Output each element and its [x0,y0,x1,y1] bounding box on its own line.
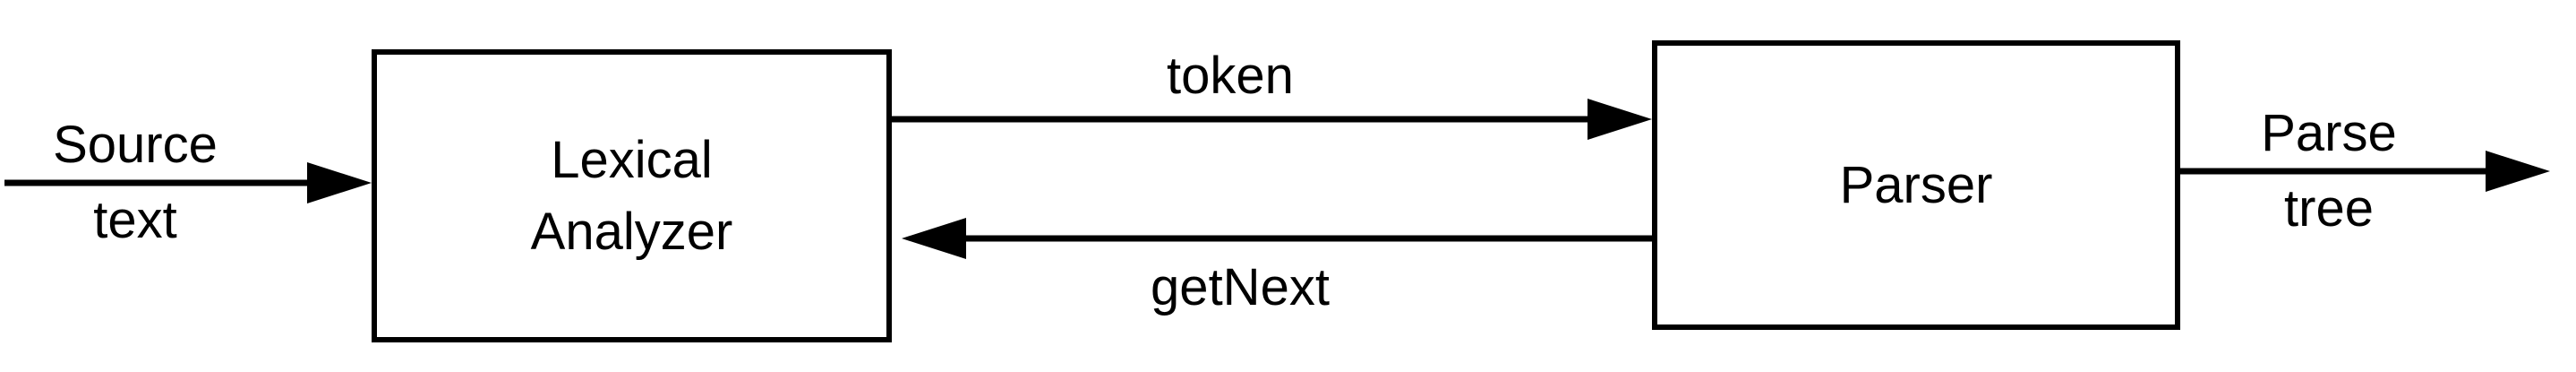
getnext-label: getNext [1151,258,1330,316]
getnext-arrow-head [902,218,966,259]
lexical-analyzer-label-line2: Analyzer [530,202,733,261]
input-arrow [4,162,372,203]
parser-label: Parser [1839,155,1993,214]
token-arrow-head [1588,99,1652,140]
token-arrow [892,99,1652,140]
source-text-label-line1: Source [53,116,218,174]
getnext-arrow [902,218,1652,259]
lexical-analyzer-label: Lexical Analyzer [531,125,733,268]
parse-tree-label-line1: Parse [2261,104,2397,162]
lexical-analyzer-label-line1: Lexical [551,130,713,189]
output-arrow [2180,151,2550,192]
parse-tree-label-line2: tree [2284,179,2374,238]
output-arrow-head [2486,151,2550,192]
parser-box: Parser [1652,40,2180,330]
token-label: token [1167,47,1294,105]
lexical-analyzer-box: Lexical Analyzer [372,49,892,342]
source-text-label-line2: text [93,191,177,249]
parse-tree-label: Parse tree [2195,96,2463,247]
source-text-label: Source text [1,108,270,258]
input-arrow-head [307,162,372,203]
